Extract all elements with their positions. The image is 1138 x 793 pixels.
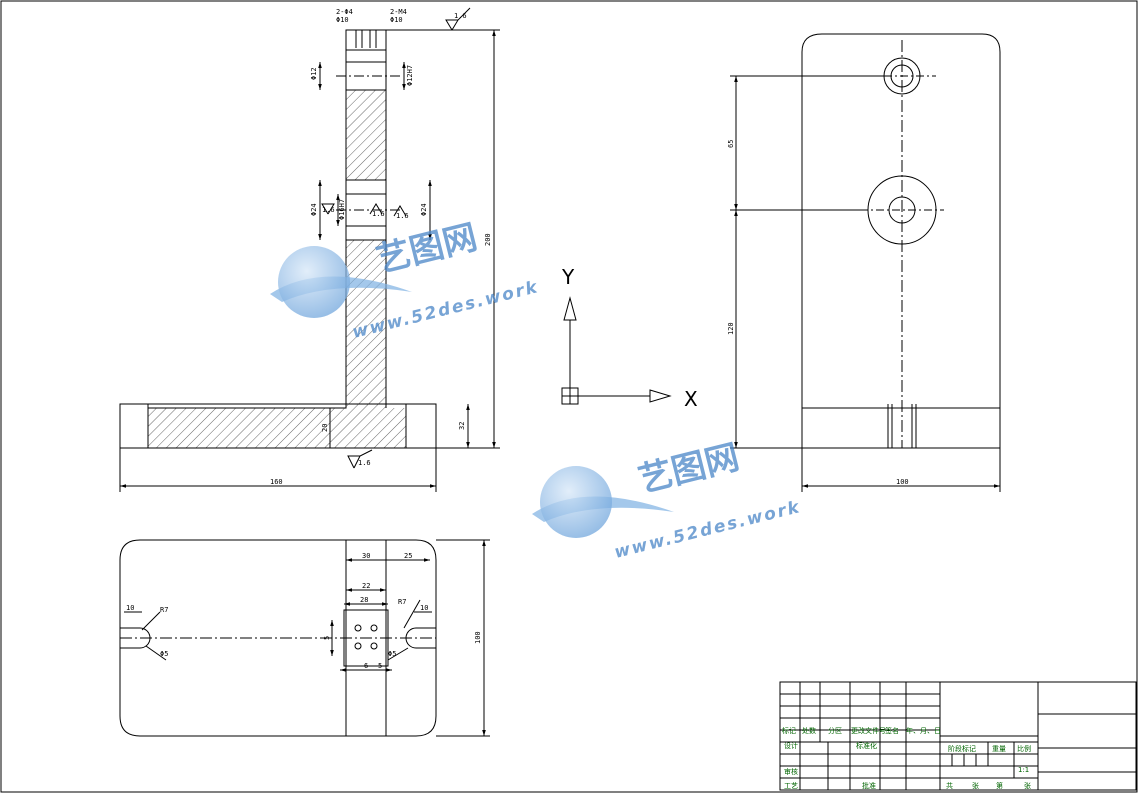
callout-phi10-right: Φ10	[390, 16, 403, 24]
top-view-labels: 30 25 22 28 10 10 R7 R7 Φ5 Φ5 5 6 5 100	[126, 552, 482, 670]
title-block-labels: 标记 处数 分区 更改文件号 签名 年、月、日 设计 标准化 阶段标记 重量 比…	[782, 726, 1031, 790]
dim-width: 160	[270, 478, 283, 486]
tb-total: 共	[946, 781, 953, 790]
watermark-top-cn: 艺图网	[373, 217, 482, 280]
ucs-axis-icon	[561, 296, 672, 405]
roughness-mid-left: 1.6	[322, 206, 335, 214]
callout-phi10-left: Φ10	[336, 16, 349, 24]
dim-lower: 120	[727, 322, 735, 335]
dim-bottom-5: 5	[378, 662, 382, 670]
dim-top-a: 30	[362, 552, 370, 560]
tb-stage-mark: 阶段标记	[948, 744, 976, 753]
tb-date: 年、月、日	[906, 726, 941, 735]
dim-slot-right: 10	[420, 604, 428, 612]
dim-base-left: 20	[321, 424, 329, 432]
axis-x-label: X	[684, 387, 698, 411]
dim-radius-left: R7	[160, 606, 168, 614]
dim-top-height: 100	[474, 631, 482, 644]
dim-small-5: 5	[323, 636, 331, 640]
tb-review: 审核	[784, 767, 798, 776]
axis-y-label: Y	[561, 265, 575, 289]
tb-mark: 标记	[782, 726, 796, 735]
dim-upper: 65	[727, 140, 735, 148]
tb-change-doc: 更改文件号	[851, 726, 886, 735]
dim-slot-left: 10	[126, 604, 134, 612]
dim-mid-fit: Φ16H7	[338, 199, 346, 220]
dim-top-b: 25	[404, 552, 412, 560]
tb-approve: 批准	[862, 781, 876, 790]
dim-22: 22	[362, 582, 370, 590]
front-view-labels: 2-Φ4 2-M4 Φ10 Φ10 1.6 1.6 1.6 1.6 1.6 Φ1…	[270, 8, 492, 486]
roughness-mid-center: 1.6	[372, 210, 385, 218]
top-view	[119, 539, 490, 737]
roughness-bottom: 1.6	[358, 459, 371, 467]
dim-bore-left: Φ12	[310, 67, 318, 80]
tb-sign: 签名	[885, 726, 899, 735]
side-view-labels: 65 120 100	[727, 140, 909, 486]
tb-page: 第	[996, 781, 1003, 790]
dim-radius-right: R7	[398, 598, 406, 606]
tb-weight: 重量	[992, 745, 1006, 753]
globe-logo-icon	[278, 246, 350, 318]
roughness-top: 1.6	[454, 12, 467, 20]
tb-sheet-b: 张	[1024, 781, 1031, 790]
dim-28: 28	[360, 596, 368, 604]
watermark-bottom: 艺图网 www.52des.work	[532, 437, 803, 563]
dim-diag-right: Φ5	[388, 650, 396, 658]
dim-side-width: 100	[896, 478, 909, 486]
dim-mid-left: Φ24	[310, 203, 318, 216]
dim-diag-left: Φ5	[160, 650, 168, 658]
title-block	[779, 681, 1137, 791]
tb-standardize: 标准化	[856, 741, 877, 750]
tb-scale-value: 1:1	[1018, 766, 1029, 774]
tb-count: 处数	[802, 726, 816, 735]
callout-2-m4: 2-M4	[390, 8, 407, 16]
roughness-mid-right: 1.6	[396, 212, 409, 220]
tb-sheet-a: 张	[972, 781, 979, 790]
dim-bottom-6: 6	[364, 662, 368, 670]
tb-zone: 分区	[828, 726, 842, 735]
callout-2-phi4: 2-Φ4	[336, 8, 353, 16]
tb-design: 设计	[784, 741, 798, 750]
dim-bore-right: Φ12H7	[406, 65, 414, 86]
tb-process: 工艺	[784, 782, 798, 790]
watermark-bottom-cn: 艺图网	[635, 437, 744, 500]
front-view	[119, 7, 500, 492]
dim-base-right: 32	[458, 422, 466, 430]
globe-logo-icon	[540, 466, 612, 538]
side-view	[730, 33, 1001, 492]
dim-overall-height: 200	[484, 233, 492, 246]
tb-scale-label: 比例	[1017, 744, 1031, 753]
dim-mid-right: Φ24	[420, 203, 428, 216]
watermark-top: 艺图网 www.52des.work	[270, 217, 541, 343]
